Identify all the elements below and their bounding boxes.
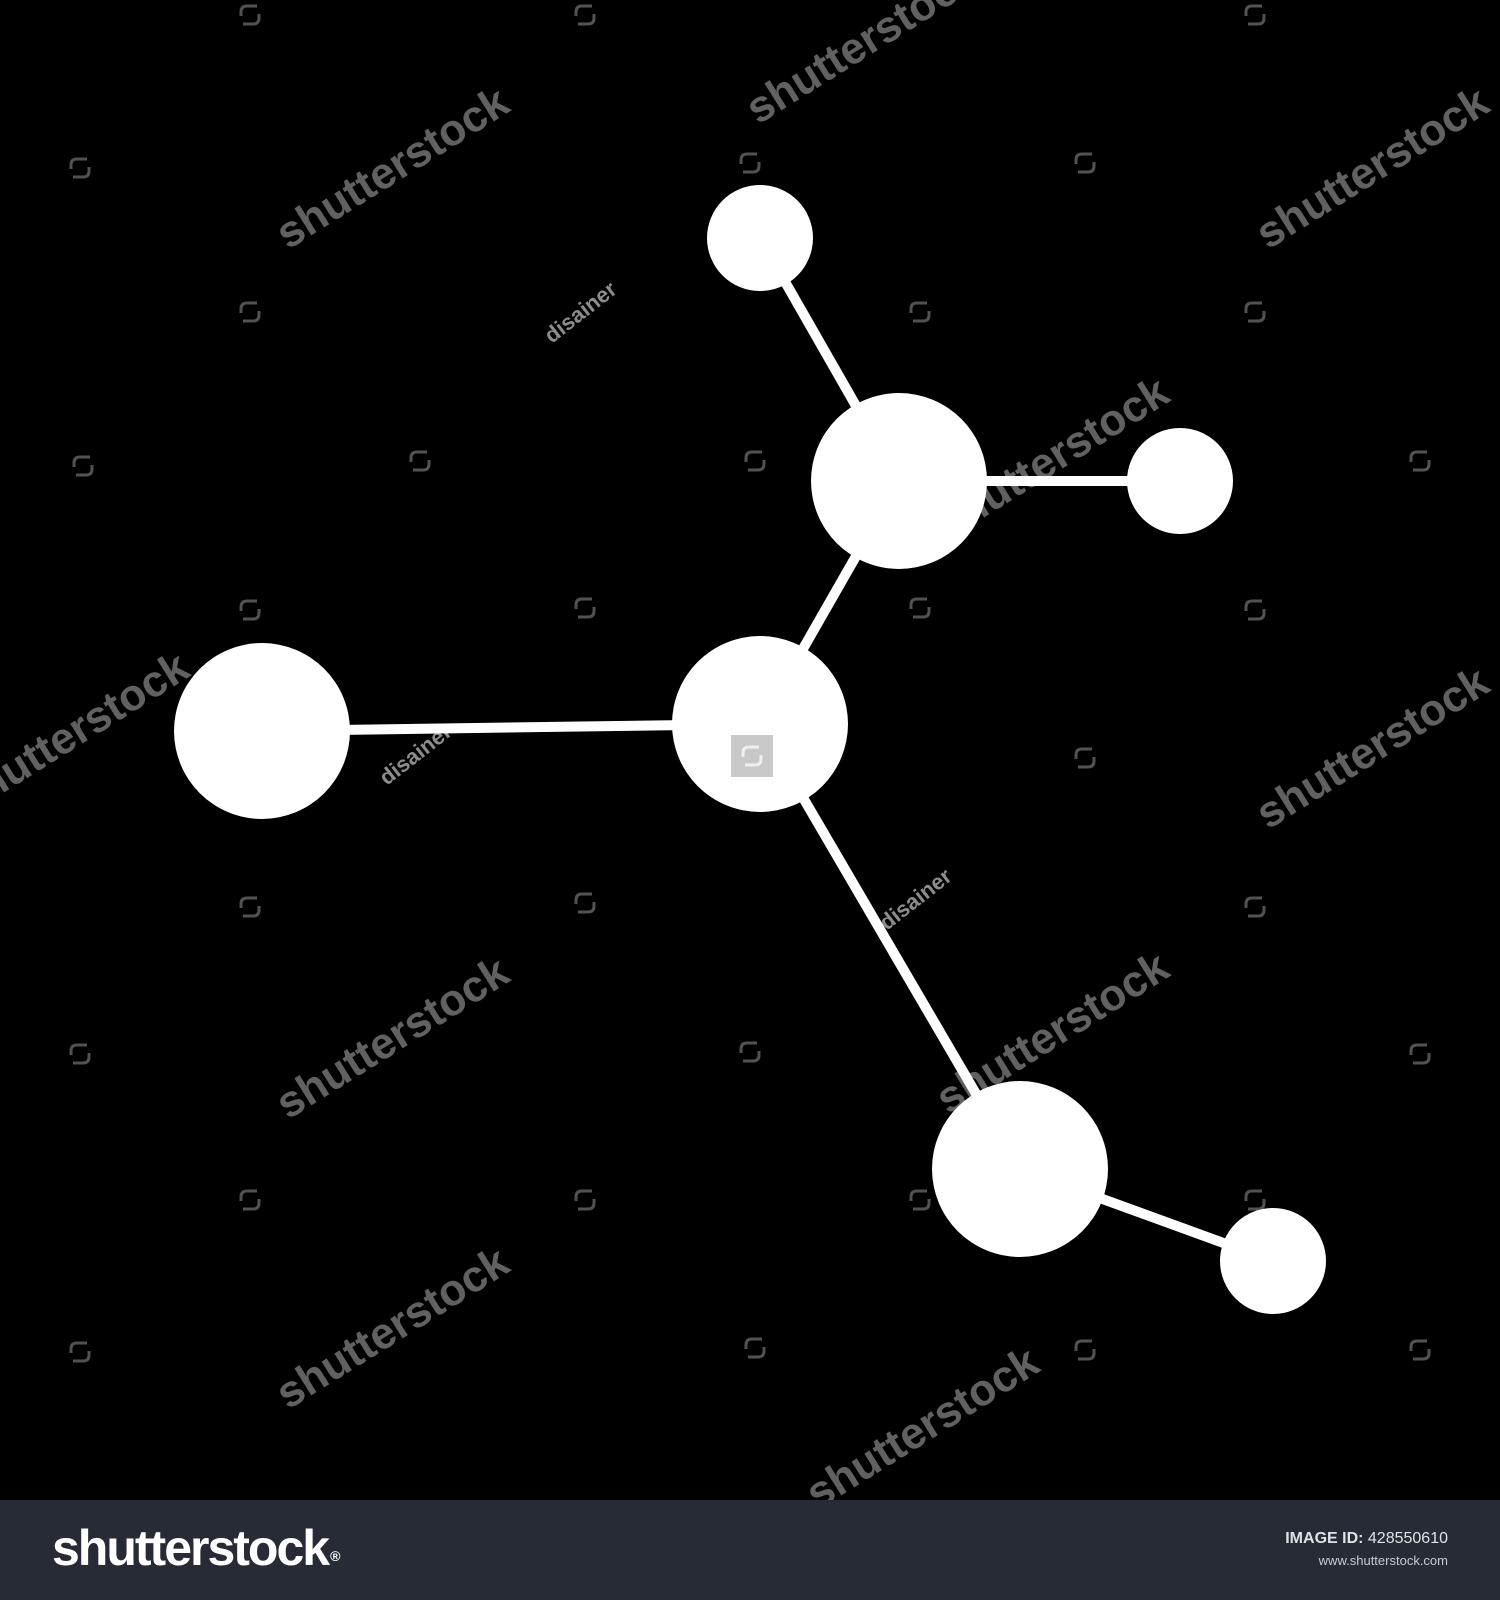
atoms-layer	[174, 185, 1326, 1314]
shutterstock-logo-icon	[1244, 599, 1266, 621]
atom-right-small	[1127, 428, 1233, 534]
shutterstock-logo-icon	[239, 896, 261, 918]
shutterstock-logo-icon	[574, 597, 596, 619]
center-logo-badge	[731, 735, 773, 777]
shutterstock-logo-icon	[1244, 4, 1266, 26]
shutterstock-logo-icon	[739, 152, 761, 174]
shutterstock-logo-icon	[1074, 747, 1096, 769]
image-id-value: 428550610	[1367, 1530, 1448, 1547]
atom-center	[672, 636, 848, 812]
watermark-brand-1: shutterstock	[267, 77, 517, 259]
image-area: shutterstock shutterstock shutterstock shut…	[0, 0, 1498, 1500]
shutterstock-logo-icon	[1244, 1189, 1266, 1211]
watermark-brand-9: shutterstock	[267, 1237, 517, 1419]
watermark-brand-6: shutterstock	[1247, 657, 1497, 839]
watermark-brand-5: shutterstock	[0, 642, 198, 824]
molecule-canvas: shutterstock shutterstock shutterstock shut…	[0, 0, 1498, 1500]
shutterstock-logo-icon	[574, 1189, 596, 1211]
watermark-brand-7: shutterstock	[267, 947, 517, 1129]
shutterstock-logo-icon	[1409, 1043, 1431, 1065]
watermark-credit-3: disainer	[874, 863, 956, 935]
shutterstock-logo-icon	[69, 1341, 91, 1363]
shutterstock-logo-icon	[1074, 152, 1096, 174]
shutterstock-logo-icon	[239, 1189, 261, 1211]
shutterstock-logo-icon	[69, 1043, 91, 1065]
shutterstock-logo-icon	[239, 4, 261, 26]
shutterstock-logo-icon	[909, 1189, 931, 1211]
shutterstock-logo-icon	[739, 1041, 761, 1063]
registered-mark: ®	[330, 1548, 340, 1564]
watermark-brand-3: shutterstock	[1247, 77, 1497, 259]
shutterstock-logo-icon	[1409, 450, 1431, 472]
shutterstock-logo-icon	[69, 157, 91, 179]
watermark-brand-10: shutterstock	[797, 1337, 1047, 1500]
shutterstock-logo-icon	[1244, 301, 1266, 323]
atom-upper-center	[811, 393, 987, 569]
image-meta: IMAGE ID: 428550610 www.shutterstock.com	[1285, 1528, 1448, 1572]
shutterstock-logo-icon	[744, 450, 766, 472]
watermark-credit-1: disainer	[539, 276, 621, 348]
center-logo-icon	[741, 745, 763, 767]
brand-wordmark: shutterstock	[52, 1520, 330, 1576]
atom-left-large	[174, 643, 350, 819]
watermark-brand-2: shutterstock	[737, 0, 987, 133]
footer-bar: shutterstock® IMAGE ID: 428550610 www.sh…	[0, 1500, 1500, 1600]
atom-lower-right	[932, 1081, 1108, 1257]
image-id: IMAGE ID: 428550610	[1285, 1528, 1448, 1550]
shutterstock-logo-icon	[909, 301, 931, 323]
shutterstock-logo-icon	[744, 1337, 766, 1359]
shutterstock-logo-icon	[909, 597, 931, 619]
shutterstock-logo-icon	[574, 4, 596, 26]
shutterstock-logo-icon	[1244, 896, 1266, 918]
shutterstock-logo-icon	[239, 599, 261, 621]
site-url[interactable]: www.shutterstock.com	[1318, 1553, 1448, 1568]
atom-bottom-small	[1220, 1208, 1326, 1314]
shutterstock-logo-icon	[1074, 1339, 1096, 1361]
shutterstock-logo[interactable]: shutterstock®	[52, 1518, 340, 1578]
shutterstock-logo-icon	[409, 450, 431, 472]
shutterstock-logo-icon	[72, 455, 94, 477]
atom-top-small	[707, 185, 813, 291]
image-id-label: IMAGE ID:	[1285, 1530, 1364, 1547]
shutterstock-logo-icon	[1409, 1339, 1431, 1361]
shutterstock-logo-icon	[239, 301, 261, 323]
shutterstock-logo-icon	[574, 892, 596, 914]
